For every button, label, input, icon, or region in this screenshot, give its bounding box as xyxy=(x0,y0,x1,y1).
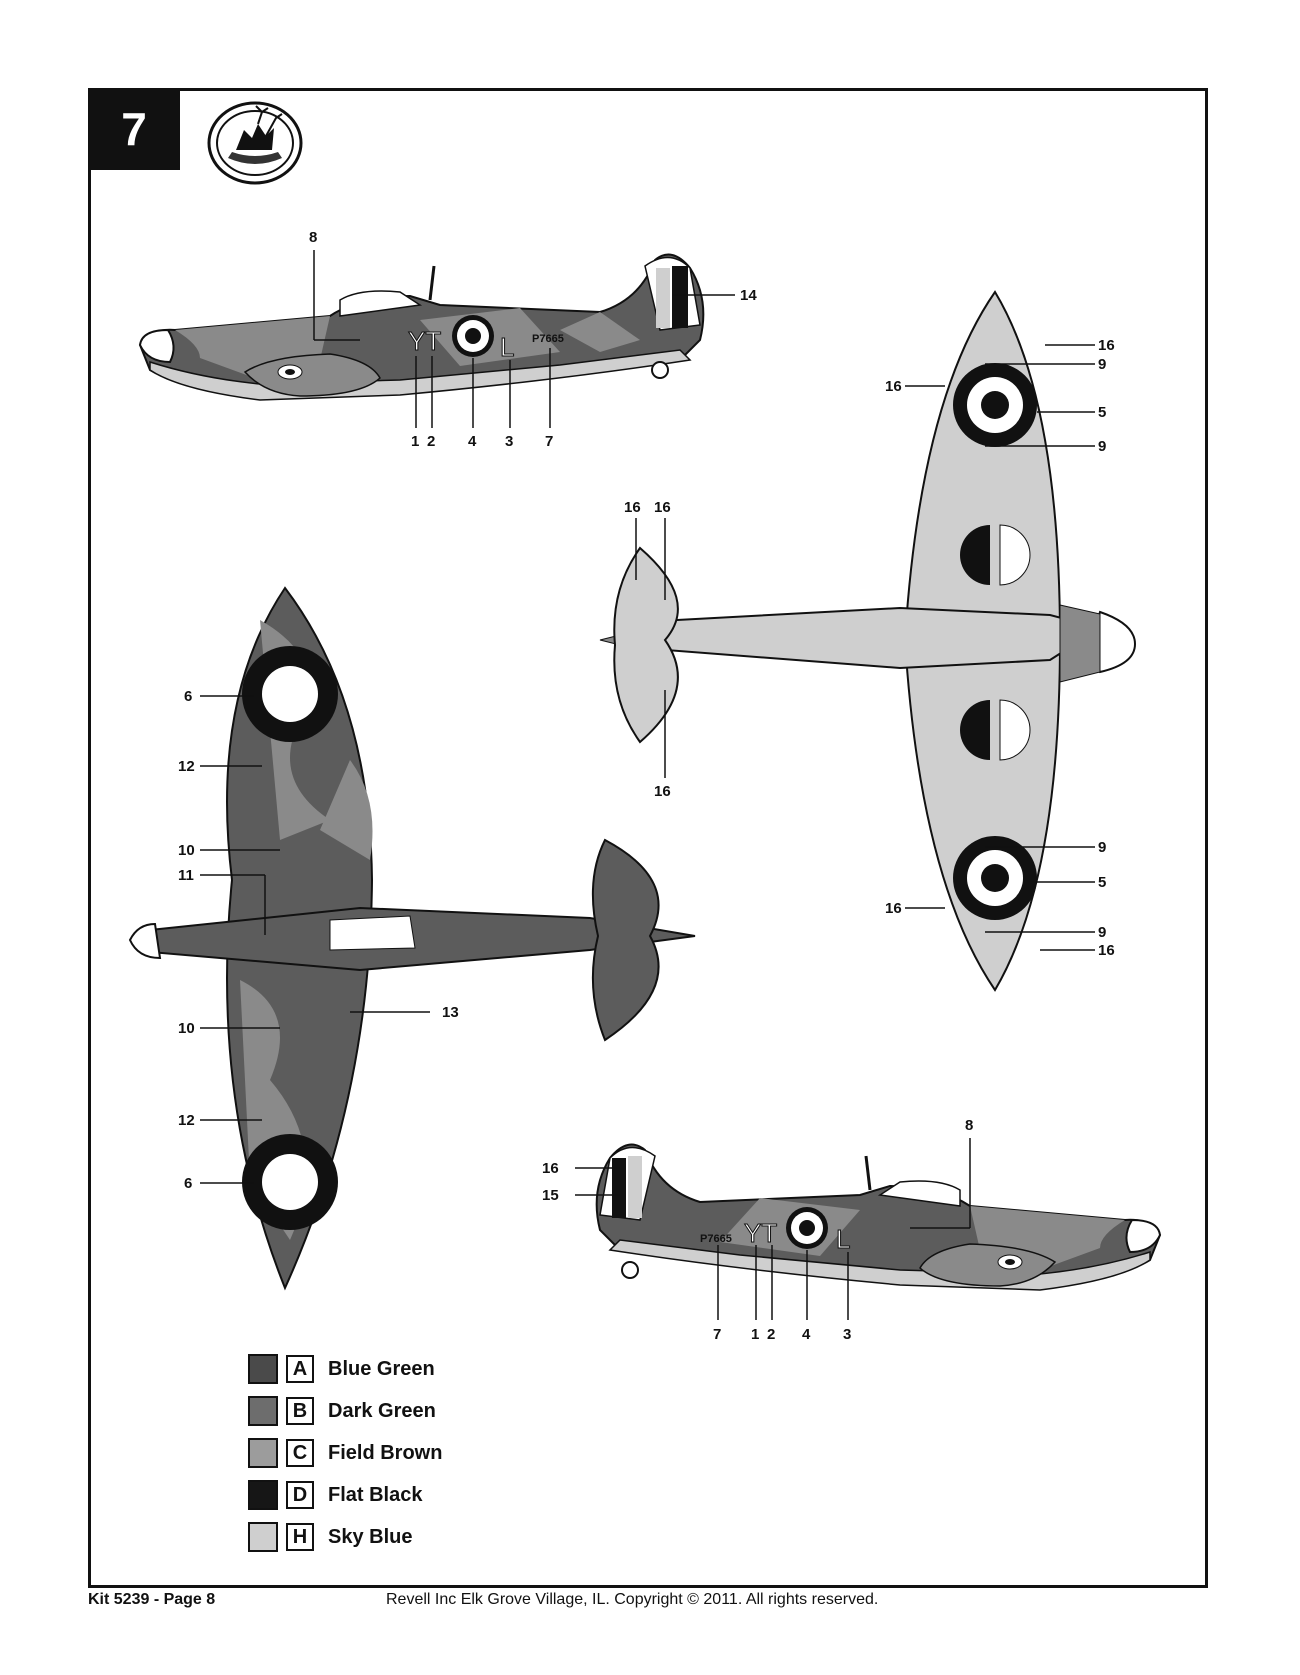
callout-label: 7 xyxy=(545,433,553,450)
color-code: H xyxy=(286,1523,314,1551)
callout-label: 13 xyxy=(442,1004,459,1021)
color-name: Sky Blue xyxy=(328,1525,413,1548)
callout-label: 12 xyxy=(178,758,195,775)
callout-label: 9 xyxy=(1098,924,1106,941)
code-letters-left: YT xyxy=(408,326,441,356)
callout-label: 16 xyxy=(624,499,641,516)
side-view-starboard: YT L P7665 8 16 15 7 1 2 4 3 xyxy=(542,1117,1162,1343)
callout-label: 7 xyxy=(713,1326,721,1343)
legend-item: H Sky Blue xyxy=(248,1516,442,1558)
callout-label: 5 xyxy=(1098,874,1106,891)
callout-label: 16 xyxy=(885,378,902,395)
color-name: Dark Green xyxy=(328,1399,436,1422)
callout-label: 8 xyxy=(965,1117,973,1134)
callout-label: 4 xyxy=(802,1326,811,1343)
callout-label: 16 xyxy=(1098,337,1115,354)
legend-item: B Dark Green xyxy=(248,1390,442,1432)
callout-label: 2 xyxy=(427,433,435,450)
legend-item: D Flat Black xyxy=(248,1474,442,1516)
color-name: Blue Green xyxy=(328,1357,435,1380)
callout-label: 1 xyxy=(411,433,419,450)
code-letter-right: L xyxy=(836,1224,850,1254)
serial-number: P7665 xyxy=(700,1233,732,1245)
color-swatch xyxy=(248,1396,278,1426)
callout-label: 9 xyxy=(1098,438,1106,455)
color-name: Field Brown xyxy=(328,1441,443,1464)
callout-label: 16 xyxy=(654,499,671,516)
color-code: D xyxy=(286,1481,314,1509)
color-swatch xyxy=(248,1438,278,1468)
callout-label: 16 xyxy=(1098,942,1115,959)
callout-label: 11 xyxy=(178,867,194,884)
code-letters-left: YT xyxy=(744,1218,777,1248)
footer-kit-page: Kit 5239 - Page 8 xyxy=(88,1591,216,1608)
callout-label: 9 xyxy=(1098,356,1106,373)
legend-item: C Field Brown xyxy=(248,1432,442,1474)
color-legend: A Blue Green B Dark Green C Field Brown … xyxy=(248,1348,442,1558)
color-name: Flat Black xyxy=(328,1483,423,1506)
upper-plan-view: 6 12 10 11 10 13 12 6 xyxy=(128,586,696,1291)
page-frame xyxy=(88,88,1208,1588)
footer-copyright: Revell Inc Elk Grove Village, IL. Copyri… xyxy=(386,1591,879,1608)
callout-label: 16 xyxy=(542,1160,559,1177)
callout-label: 8 xyxy=(309,229,317,246)
callout-label: 4 xyxy=(468,433,477,450)
step-number: 7 xyxy=(88,88,180,170)
callout-label: 1 xyxy=(751,1326,759,1343)
callout-label: 3 xyxy=(843,1326,851,1343)
color-swatch xyxy=(248,1480,278,1510)
callout-label: 12 xyxy=(178,1112,195,1129)
callout-label: 10 xyxy=(178,1020,195,1037)
color-code: B xyxy=(286,1397,314,1425)
legend-item: A Blue Green xyxy=(248,1348,442,1390)
underside-plan-view: 16 9 16 5 9 16 16 16 9 5 16 9 16 xyxy=(599,290,1137,992)
callout-label: 6 xyxy=(184,688,192,705)
color-swatch xyxy=(248,1522,278,1552)
callout-label: 15 xyxy=(542,1187,559,1204)
color-code: A xyxy=(286,1355,314,1383)
color-code: C xyxy=(286,1439,314,1467)
callout-label: 14 xyxy=(740,287,757,304)
callout-label: 2 xyxy=(767,1326,775,1343)
callout-label: 16 xyxy=(654,783,671,800)
color-swatch xyxy=(248,1354,278,1384)
callout-label: 10 xyxy=(178,842,195,859)
callout-label: 5 xyxy=(1098,404,1106,421)
callout-label: 3 xyxy=(505,433,513,450)
callout-label: 16 xyxy=(885,900,902,917)
callout-label: 9 xyxy=(1098,839,1106,856)
serial-number: P7665 xyxy=(532,333,564,345)
squadron-emblem-icon xyxy=(207,101,303,185)
callout-label: 6 xyxy=(184,1175,192,1192)
side-view-port: YT L P7665 8 14 1 2 4 3 7 xyxy=(138,229,757,450)
code-letter-right: L xyxy=(500,332,514,362)
